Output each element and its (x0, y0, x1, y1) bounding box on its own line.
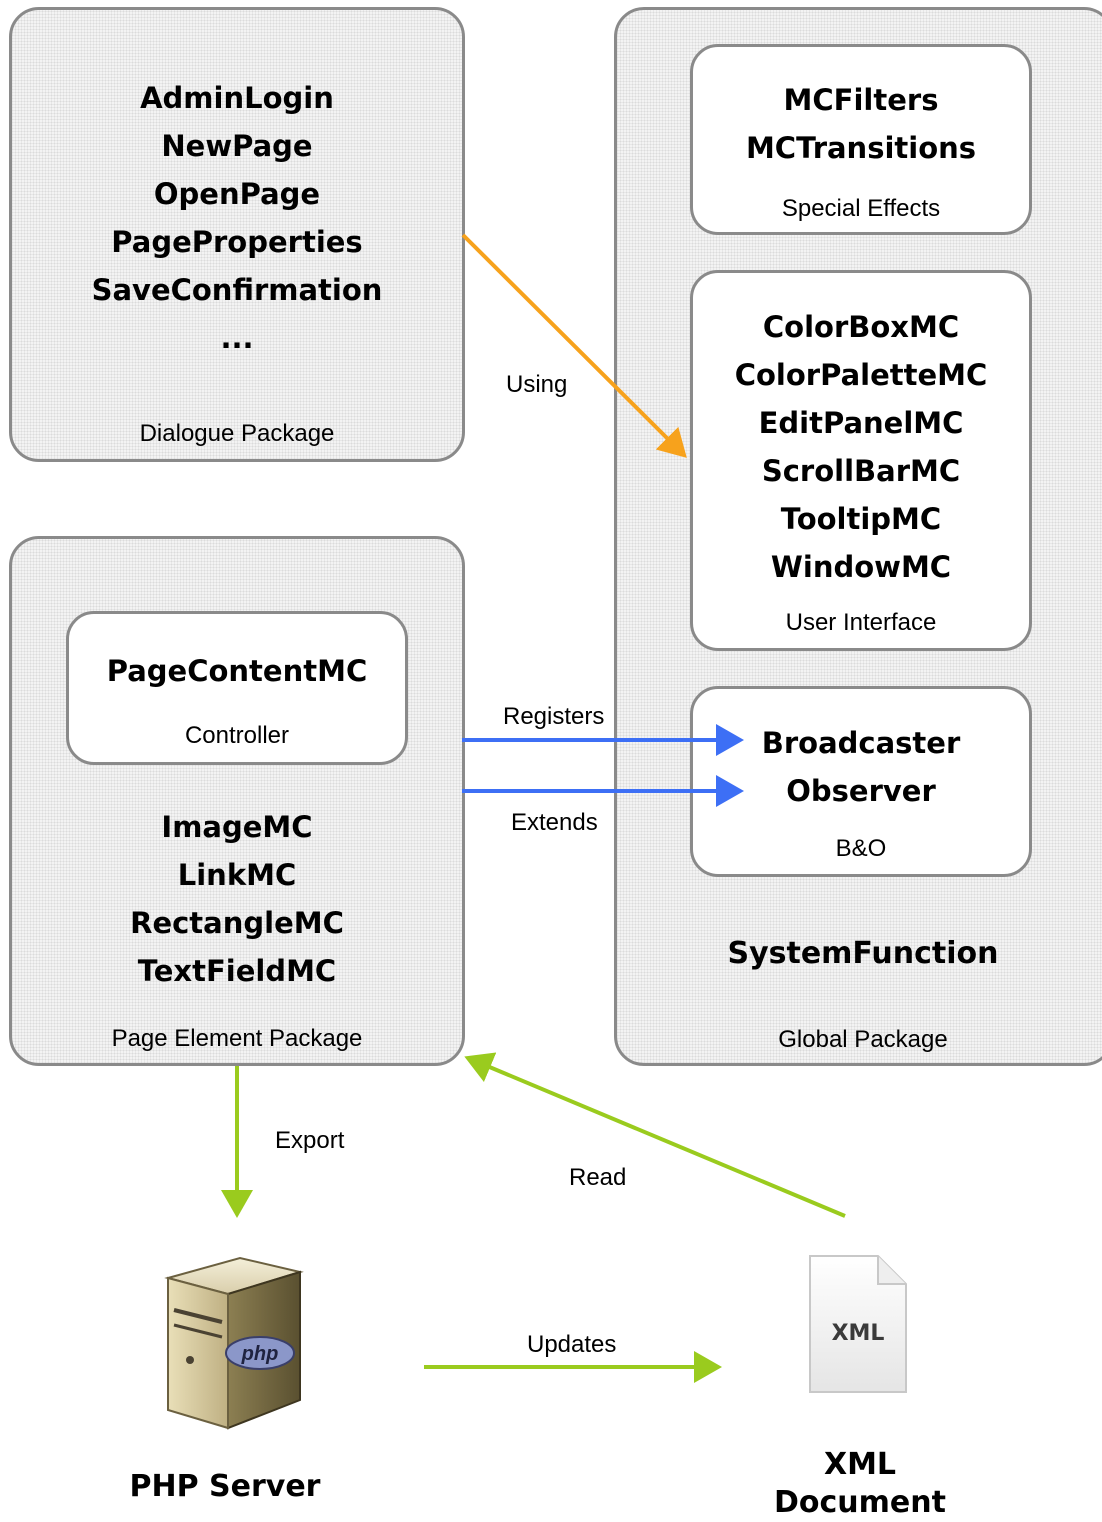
bo-items: Broadcaster Observer (693, 719, 1029, 815)
page-element-item: RectangleMC (130, 906, 344, 940)
special-effects-caption: Special Effects (781, 195, 941, 222)
xml-document-label: XML Document (774, 1447, 946, 1520)
php-logo-text: php (241, 1343, 279, 1365)
page-element-item: LinkMC (177, 858, 297, 892)
dialogue-item: OpenPage (153, 177, 321, 211)
dialogue-package-caption: Dialogue Package (139, 420, 335, 447)
xml-icon-text: XML (832, 1321, 885, 1346)
dialogue-item: PageProperties (111, 225, 363, 259)
page-element-item: ImageMC (161, 810, 313, 844)
dialogue-package-items: AdminLogin NewPage OpenPage PageProperti… (12, 74, 462, 362)
read-label: Read (569, 1164, 627, 1191)
dialogue-item: NewPage (161, 129, 313, 163)
user-interface-caption: User Interface (785, 609, 937, 636)
controller-caption: Controller (184, 722, 290, 749)
special-effects-item: MCFilters (783, 83, 939, 117)
dialogue-package: AdminLogin NewPage OpenPage PageProperti… (9, 7, 465, 462)
updates-label: Updates (527, 1331, 617, 1358)
bo-item: Observer (786, 774, 936, 808)
special-effects-items: MCFilters MCTransitions (693, 76, 1029, 172)
bo-item: Broadcaster (761, 726, 961, 760)
controller-item: PageContentMC (106, 654, 368, 688)
using-arrow (461, 233, 687, 458)
registers-label: Registers (503, 703, 605, 730)
page-element-caption: Page Element Package (111, 1025, 363, 1052)
user-interface-items: ColorBoxMC ColorPaletteMC EditPanelMC Sc… (693, 303, 1029, 591)
using-label: Using (506, 371, 568, 398)
user-interface-item: WindowMC (770, 550, 952, 584)
xml-document-icon: XML (809, 1255, 907, 1393)
user-interface-item: EditPanelMC (758, 406, 964, 440)
user-interface-item: TooltipMC (780, 502, 942, 536)
dialogue-item: ... (220, 321, 254, 355)
dialogue-item: AdminLogin (140, 81, 334, 115)
bo-caption: B&O (835, 835, 887, 862)
special-effects-item: MCTransitions (745, 131, 977, 165)
user-interface-item: ColorPaletteMC (734, 358, 988, 392)
bo-box: Broadcaster Observer B&O (690, 686, 1032, 877)
user-interface-item: ColorBoxMC (762, 310, 960, 344)
system-function-title: SystemFunction (727, 936, 999, 971)
controller-items: PageContentMC (69, 647, 405, 695)
user-interface-item: ScrollBarMC (761, 454, 961, 488)
global-package-caption: Global Package (778, 1026, 948, 1053)
read-arrow (464, 1052, 846, 1218)
php-server-label: PHP Server (129, 1469, 321, 1504)
user-interface-box: ColorBoxMC ColorPaletteMC EditPanelMC Sc… (690, 270, 1032, 651)
dialogue-item: SaveConfirmation (91, 273, 383, 307)
export-label: Export (275, 1127, 345, 1154)
page-element-items: ImageMC LinkMC RectangleMC TextFieldMC (12, 803, 462, 995)
special-effects-box: MCFilters MCTransitions Special Effects (690, 44, 1032, 235)
server-icon: php (164, 1256, 304, 1430)
page-element-item: TextFieldMC (137, 954, 337, 988)
controller-box: PageContentMC Controller (66, 611, 408, 765)
extends-label: Extends (511, 809, 598, 836)
